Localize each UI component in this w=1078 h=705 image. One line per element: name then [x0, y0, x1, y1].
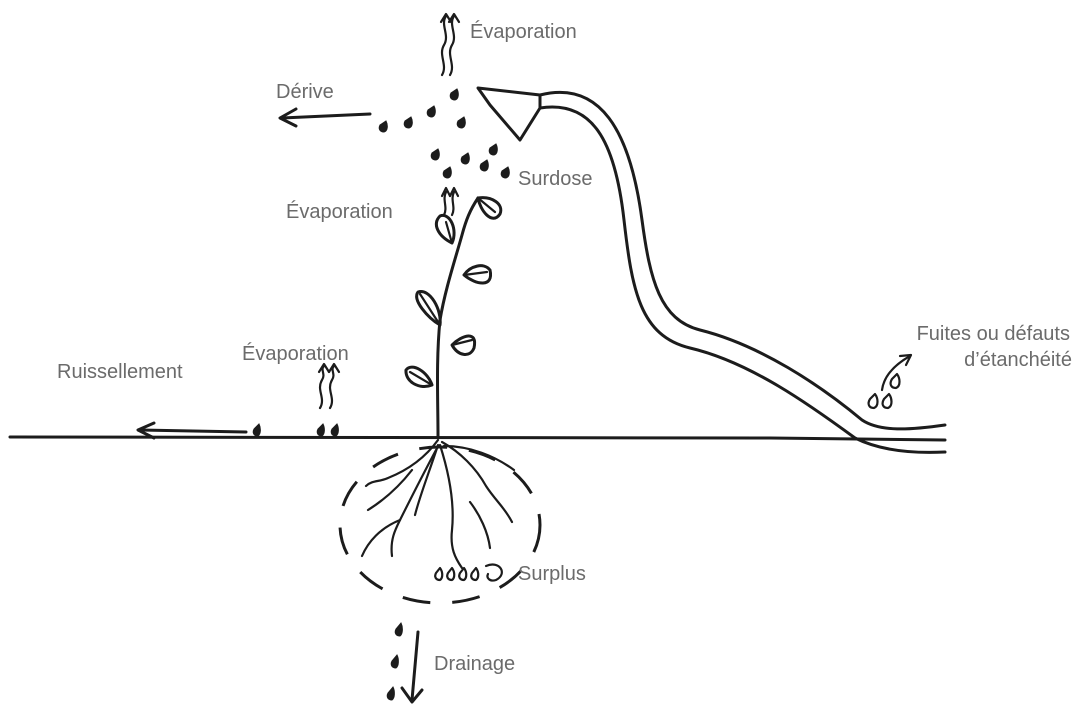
surplus-droplets: [435, 565, 502, 581]
plant: [406, 198, 501, 437]
derive-arrow: [280, 109, 370, 126]
surplus-label: Surplus: [518, 562, 586, 586]
evaporation-plant-label: Évaporation: [286, 200, 393, 224]
evaporation-top-arrows: [441, 14, 459, 75]
drainage: [387, 623, 422, 702]
evaporation-ground-arrows: [319, 364, 339, 408]
nozzle: [478, 88, 540, 140]
ruissellement-label: Ruissellement: [57, 360, 183, 384]
evaporation-top-label: Évaporation: [470, 20, 577, 44]
fuites-label-line2: d’étanchéité: [868, 348, 1072, 372]
ground-droplets: [253, 424, 338, 436]
evaporation-plant-arrows: [442, 188, 458, 215]
fuites-label-line1: Fuites ou défauts: [868, 322, 1070, 346]
hose: [478, 88, 945, 452]
surdose-label: Surdose: [518, 167, 593, 191]
evaporation-ground-label: Évaporation: [242, 342, 349, 366]
derive-label: Dérive: [276, 80, 334, 104]
drainage-label: Drainage: [434, 652, 515, 676]
